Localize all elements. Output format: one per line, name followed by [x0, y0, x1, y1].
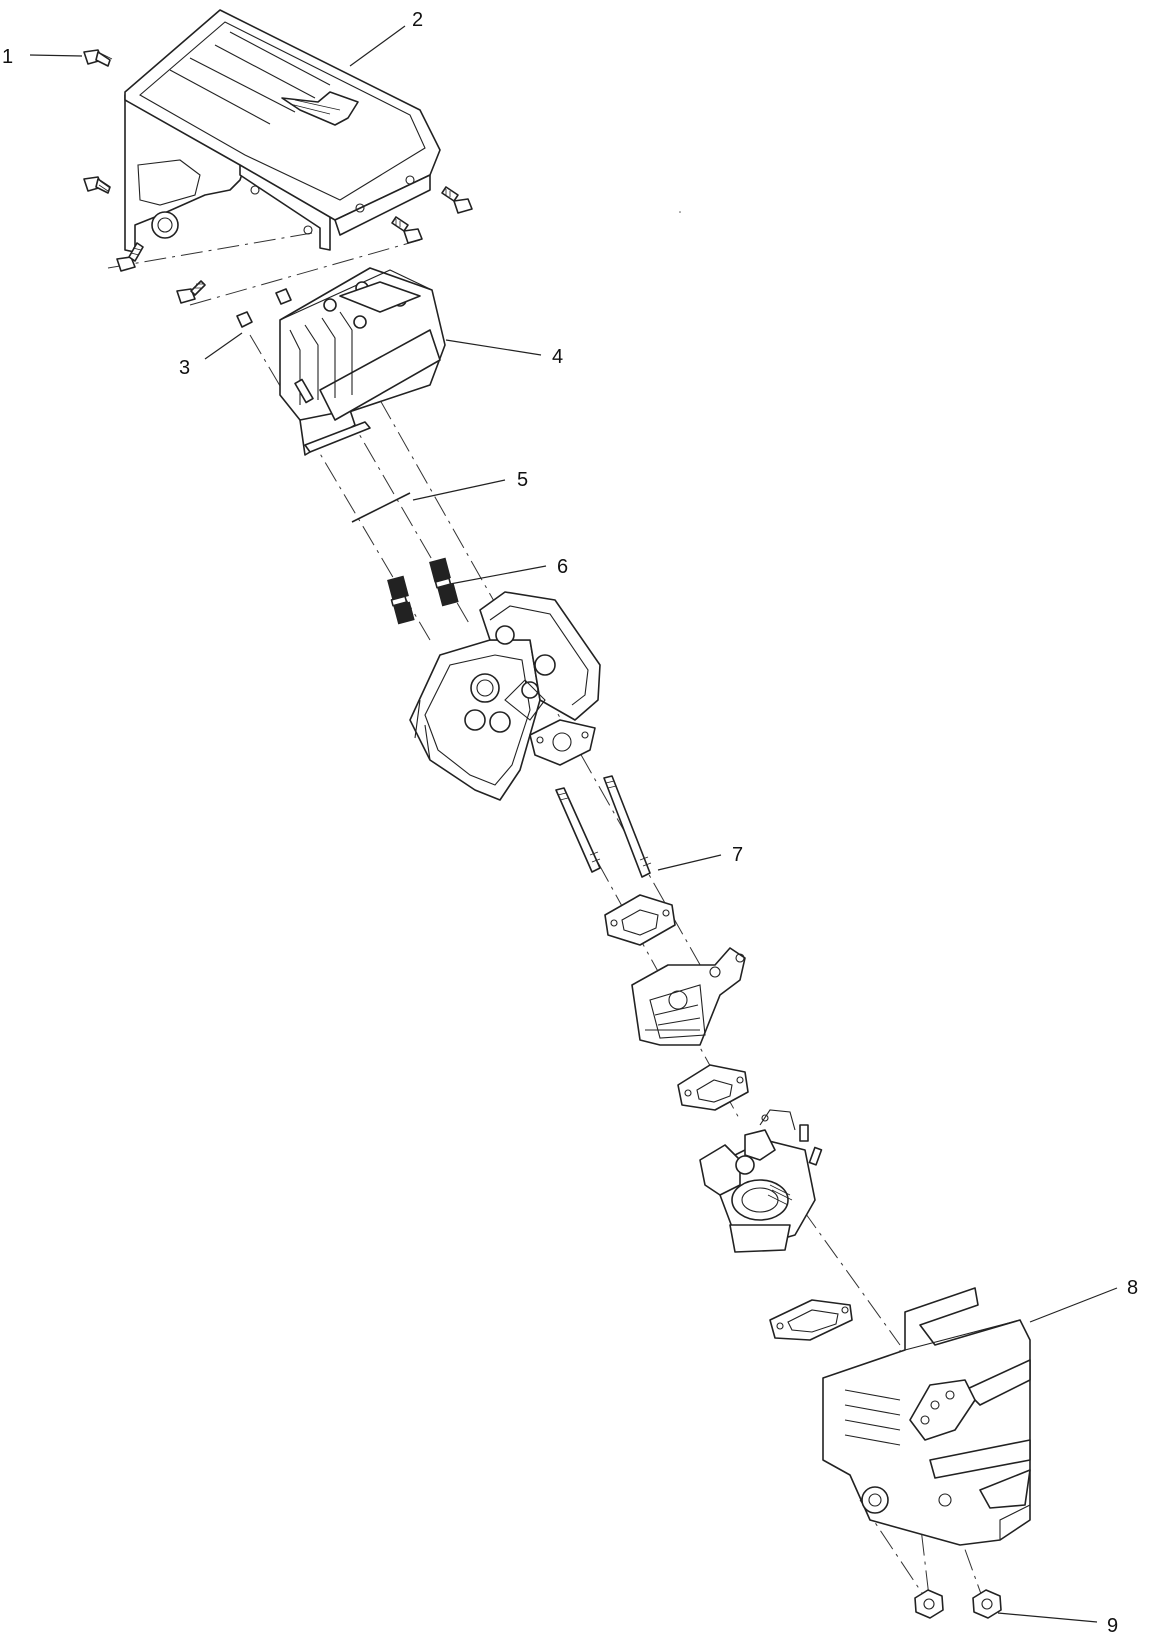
bolt: [441, 186, 473, 214]
callout-9: 9: [1107, 1615, 1118, 1637]
carburetor-insulator: [631, 947, 746, 1046]
carburetor: [699, 1109, 823, 1253]
callout-2: 2: [412, 9, 423, 31]
long-stud: [603, 775, 652, 878]
nut-group: [914, 1589, 1002, 1619]
nut: [914, 1589, 944, 1619]
stud: [387, 575, 415, 625]
bolt-group: [83, 49, 473, 304]
muffler-heat-shield: [279, 267, 446, 456]
long-stud: [555, 787, 601, 873]
callout-1: 1: [2, 46, 13, 68]
stray-dot: [679, 211, 681, 213]
spacer-group: [236, 288, 292, 328]
nut: [972, 1589, 1002, 1619]
callout-5: 5: [517, 469, 528, 491]
cylinder-head: [409, 591, 601, 801]
bolt: [391, 216, 423, 244]
carburetor-gasket-lower: [769, 1299, 853, 1341]
callout-8: 8: [1127, 1277, 1138, 1299]
bolt: [83, 176, 111, 194]
gasket: [351, 492, 411, 523]
callout-6: 6: [557, 556, 568, 578]
callout-3: 3: [179, 357, 190, 379]
bolt: [83, 49, 113, 67]
leader-lines: [29, 25, 1118, 1623]
intake-gasket-upper: [604, 894, 676, 946]
bolt: [116, 242, 144, 272]
callout-7: 7: [732, 844, 743, 866]
callout-labels: 1 2 3 4 5 6 7 8 9: [2, 9, 1138, 1637]
side-cover-shroud: [822, 1287, 1031, 1546]
spacer: [236, 311, 253, 328]
intake-gasket-middle: [677, 1064, 749, 1111]
stud-group: [387, 557, 459, 625]
long-stud-group: [555, 775, 652, 878]
stud: [429, 557, 459, 607]
top-cover-shroud: [124, 9, 441, 253]
callout-4: 4: [552, 346, 563, 368]
spacer: [275, 288, 292, 305]
bolt: [176, 280, 206, 304]
